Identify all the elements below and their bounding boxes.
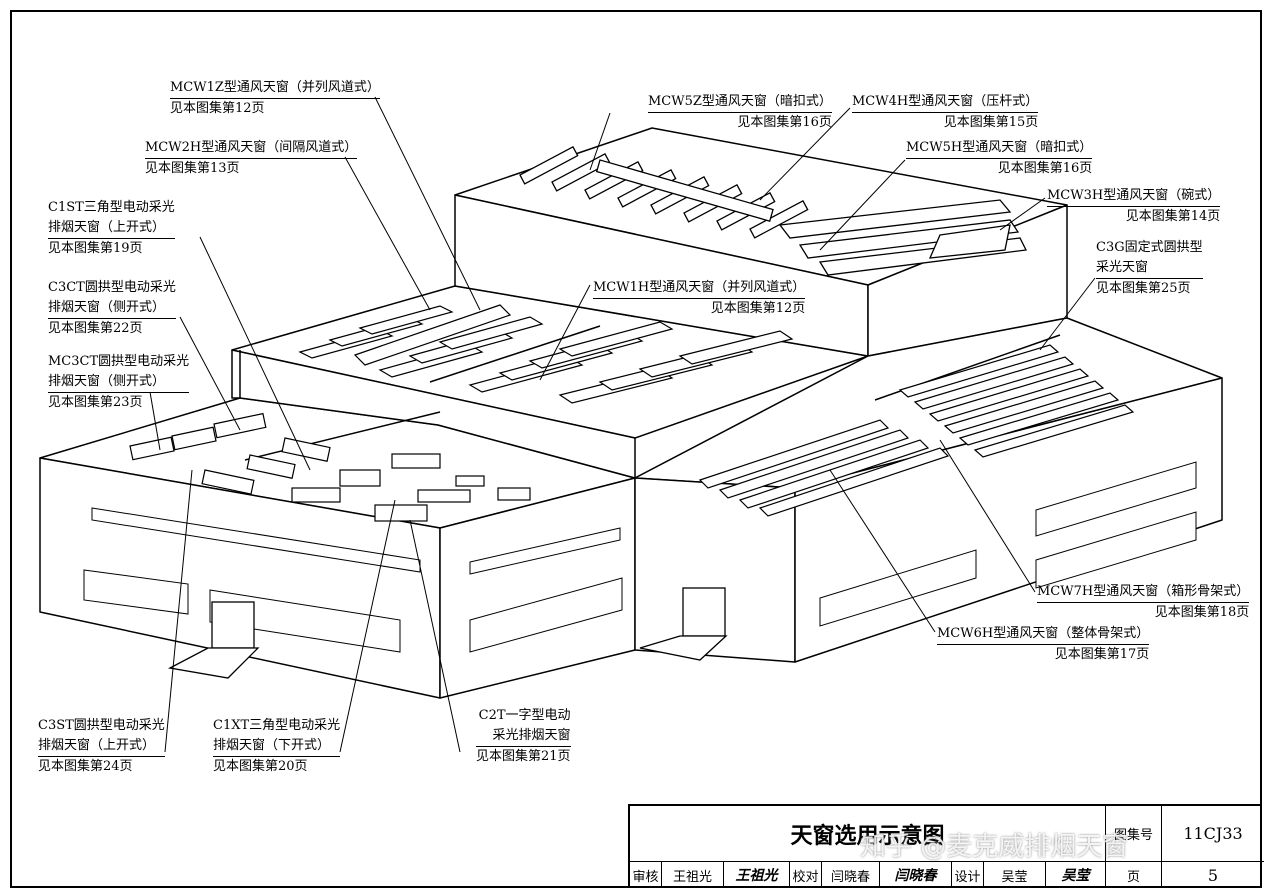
label-mcw1z: MCW1Z型通风天窗（并列风道式） 见本图集第12页 xyxy=(170,78,380,119)
label-ref: 见本图集第12页 xyxy=(593,298,806,319)
label-c3g: C3G固定式圆拱型 采光天窗 见本图集第25页 xyxy=(1096,238,1203,299)
label-line: MCW7H型通风天窗（箱形骨架式） xyxy=(1037,584,1250,599)
label-line: C3ST圆拱型电动采光 xyxy=(38,718,165,733)
label-line: 排烟天窗（上开式） xyxy=(48,220,166,235)
check-label: 校对 xyxy=(790,862,822,888)
label-ref: 见本图集第22页 xyxy=(48,318,176,339)
label-line: C3CT圆拱型电动采光 xyxy=(48,280,176,295)
label-line: 采光排烟天窗 xyxy=(492,728,571,743)
design-label: 设计 xyxy=(952,862,984,888)
label-mc3ct: MC3CT圆拱型电动采光 排烟天窗（侧开式） 见本图集第23页 xyxy=(48,352,190,413)
drawing-frame xyxy=(10,10,1262,888)
label-ref: 见本图集第21页 xyxy=(476,746,571,767)
designer-signature: 吴莹 xyxy=(1046,862,1106,888)
label-ref: 见本图集第20页 xyxy=(213,756,341,777)
title-block: 天窗选用示意图 图集号 11CJ33 审核 王祖光 王祖光 校对 闫晓春 闫晓春… xyxy=(628,804,1264,888)
label-c1xt: C1XT三角型电动采光 排烟天窗（下开式） 见本图集第20页 xyxy=(213,716,341,777)
label-line: 排烟天窗（下开式） xyxy=(213,738,331,753)
checker-name: 闫晓春 xyxy=(822,862,880,888)
label-line: MCW5H型通风天窗（暗扣式） xyxy=(906,140,1093,155)
label-ref: 见本图集第16页 xyxy=(906,158,1093,179)
label-line: MCW6H型通风天窗（整体骨架式） xyxy=(937,626,1150,641)
label-mcw5z: MCW5Z型通风天窗（暗扣式） 见本图集第16页 xyxy=(648,92,832,133)
reviewer-name: 王祖光 xyxy=(662,862,724,888)
label-mcw7h: MCW7H型通风天窗（箱形骨架式） 见本图集第18页 xyxy=(1037,582,1250,623)
label-ref: 见本图集第19页 xyxy=(48,238,175,259)
label-ref: 见本图集第15页 xyxy=(852,112,1039,133)
designer-name: 吴莹 xyxy=(984,862,1046,888)
label-mcw3h: MCW3H型通风天窗（碗式） 见本图集第14页 xyxy=(1047,186,1221,227)
label-c1st: C1ST三角型电动采光 排烟天窗（上开式） 见本图集第19页 xyxy=(48,198,175,259)
label-line: C3G固定式圆拱型 xyxy=(1096,240,1203,255)
label-ref: 见本图集第13页 xyxy=(145,158,358,179)
reviewer-signature: 王祖光 xyxy=(724,862,790,888)
label-line: C2T一字型电动 xyxy=(478,708,571,723)
label-line: MCW1H型通风天窗（并列风道式） xyxy=(593,280,806,295)
checker-signature: 闫晓春 xyxy=(880,862,952,888)
label-ref: 见本图集第24页 xyxy=(38,756,165,777)
label-c3st: C3ST圆拱型电动采光 排烟天窗（上开式） 见本图集第24页 xyxy=(38,716,165,777)
label-ref: 见本图集第23页 xyxy=(48,392,190,413)
atlas-no-label: 图集号 xyxy=(1106,806,1162,862)
label-line: MCW5Z型通风天窗（暗扣式） xyxy=(648,94,832,109)
label-line: 排烟天窗（侧开式） xyxy=(48,300,166,315)
page-label: 页 xyxy=(1106,862,1162,888)
review-label: 审核 xyxy=(630,862,662,888)
label-ref: 见本图集第25页 xyxy=(1096,278,1203,299)
label-line: 采光天窗 xyxy=(1096,260,1149,275)
label-c2t: C2T一字型电动 采光排烟天窗 见本图集第21页 xyxy=(476,706,571,767)
label-line: MCW4H型通风天窗（压杆式） xyxy=(852,94,1039,109)
atlas-no: 11CJ33 xyxy=(1162,806,1264,862)
page-number: 5 xyxy=(1207,865,1219,885)
label-line: 排烟天窗（上开式） xyxy=(38,738,156,753)
label-line: 排烟天窗（侧开式） xyxy=(48,374,166,389)
label-line: MC3CT圆拱型电动采光 xyxy=(48,354,190,369)
label-line: C1XT三角型电动采光 xyxy=(213,718,341,733)
label-mcw1h: MCW1H型通风天窗（并列风道式） 见本图集第12页 xyxy=(593,278,806,319)
label-line: MCW3H型通风天窗（碗式） xyxy=(1047,188,1221,203)
label-ref: 见本图集第14页 xyxy=(1047,206,1221,227)
label-ref: 见本图集第16页 xyxy=(648,112,832,133)
label-mcw2h: MCW2H型通风天窗（间隔风道式） 见本图集第13页 xyxy=(145,138,358,179)
drawing-title: 天窗选用示意图 xyxy=(630,806,1106,862)
label-line: MCW1Z型通风天窗（并列风道式） xyxy=(170,80,380,95)
label-ref: 见本图集第18页 xyxy=(1037,602,1250,623)
label-ref: 见本图集第12页 xyxy=(170,98,380,119)
label-mcw6h: MCW6H型通风天窗（整体骨架式） 见本图集第17页 xyxy=(937,624,1150,665)
label-ref: 见本图集第17页 xyxy=(937,644,1150,665)
label-line: C1ST三角型电动采光 xyxy=(48,200,175,215)
label-mcw5h: MCW5H型通风天窗（暗扣式） 见本图集第16页 xyxy=(906,138,1093,179)
label-line: MCW2H型通风天窗（间隔风道式） xyxy=(145,140,358,155)
watermark: 知乎 @麦克威排烟天窗 xyxy=(860,832,1129,862)
label-mcw4h: MCW4H型通风天窗（压杆式） 见本图集第15页 xyxy=(852,92,1039,133)
label-c3ct: C3CT圆拱型电动采光 排烟天窗（侧开式） 见本图集第22页 xyxy=(48,278,176,339)
